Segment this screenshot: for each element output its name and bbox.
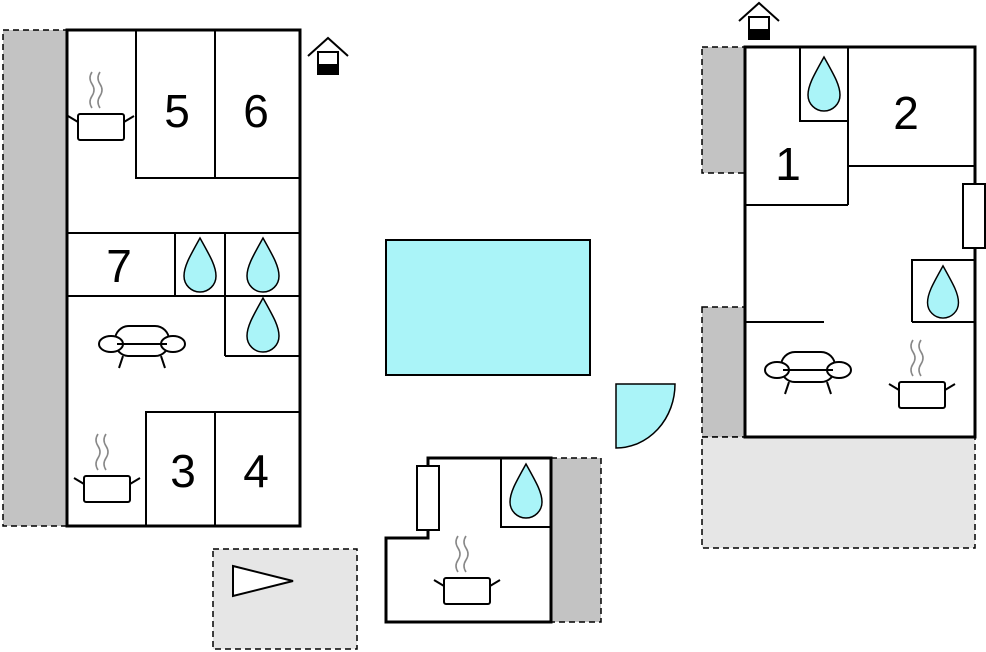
swimming-pool	[385, 239, 591, 376]
kitchen-pot-icon	[67, 71, 135, 141]
room-label-2: 2	[893, 87, 919, 139]
left-building: 5 6 7 3 4	[2, 28, 302, 528]
bathroom-drop-icon	[509, 463, 543, 519]
entrance-house-icon	[738, 2, 780, 40]
center-building	[384, 456, 602, 624]
entrance-house-icon	[307, 37, 349, 75]
center-building-outline	[384, 456, 553, 624]
heater-radiator-icon	[416, 465, 440, 531]
sofa-icon	[764, 351, 852, 395]
center-terrace-strip	[550, 457, 602, 623]
left-terrace-strip	[2, 29, 68, 527]
bathroom-drop-icon	[246, 237, 280, 293]
right-terrace-strip-bottom	[701, 306, 746, 438]
right-building: 1 2	[701, 45, 986, 549]
room-3-walls	[145, 411, 300, 526]
room-label-3: 3	[170, 445, 196, 497]
room-label-5: 5	[164, 85, 190, 137]
sofa-icon	[98, 325, 186, 369]
room-label-4: 4	[243, 445, 269, 497]
room-label-7: 7	[106, 240, 132, 292]
bathroom-drop-icon	[246, 297, 280, 353]
room-5-walls	[135, 30, 300, 179]
right-terrace-area	[701, 436, 976, 549]
room-label-1: 1	[775, 138, 801, 190]
kitchen-pot-icon	[888, 339, 956, 409]
kitchen-pot-icon	[73, 433, 141, 503]
door-swing-icon	[615, 383, 676, 449]
bathroom-drop-icon	[926, 265, 960, 319]
left-building-outline	[65, 28, 302, 528]
kitchen-pot-icon	[433, 535, 501, 605]
terrace-flag-icon	[232, 564, 294, 598]
terrace-area	[212, 548, 358, 650]
right-terrace-strip-top	[701, 46, 746, 174]
bathroom-drop-icon	[807, 56, 841, 112]
room-label-6: 6	[243, 85, 269, 137]
bathroom-drop-icon	[183, 237, 217, 293]
heater-radiator-icon	[962, 183, 986, 249]
